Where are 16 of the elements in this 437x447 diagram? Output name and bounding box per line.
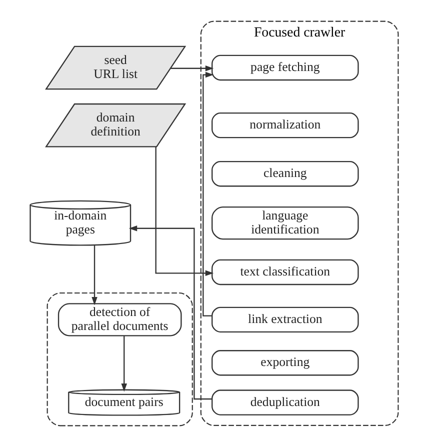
node-box: page fetching	[212, 54, 359, 81]
arrow	[170, 66, 214, 72]
node-box: detection of parallel documents	[58, 303, 182, 336]
arrow	[202, 72, 214, 316]
node-box: language identification	[212, 206, 359, 240]
cluster	[46, 292, 193, 426]
node-box: link extraction	[212, 306, 359, 333]
node-box: exporting	[212, 350, 359, 376]
arrow	[121, 336, 127, 392]
arrow	[128, 225, 212, 400]
node-box: normalization	[212, 112, 359, 138]
node-box: text classification	[212, 259, 359, 286]
node-box: cleaning	[212, 161, 359, 187]
node-box: deduplication	[212, 390, 359, 416]
arrow	[155, 146, 214, 276]
arrow	[92, 245, 98, 306]
